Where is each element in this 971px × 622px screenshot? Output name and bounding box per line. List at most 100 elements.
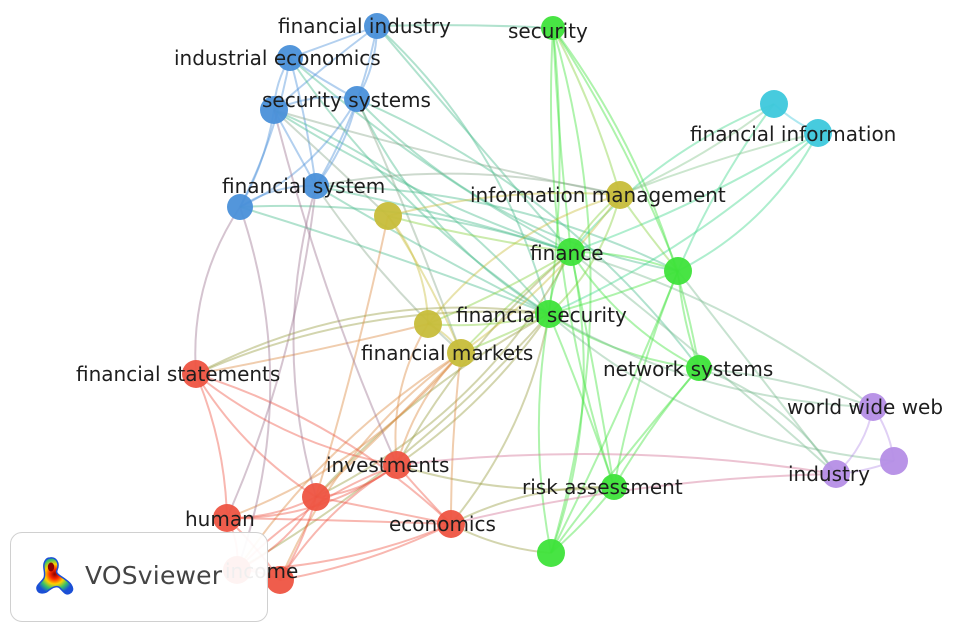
edge-financial-security-green-bottom [537, 313, 552, 554]
edge-financial-security-purple-right [548, 313, 895, 462]
edge-security-information-management [552, 27, 621, 196]
node-cyan-top[interactable] [760, 90, 788, 118]
node-security[interactable] [541, 16, 565, 40]
edge-financial-statements-red-mid [195, 373, 317, 498]
node-world-wide-web[interactable] [859, 393, 887, 421]
node-human[interactable] [213, 504, 241, 532]
node-industry[interactable] [822, 460, 850, 488]
edge-finance-yellow-mid [427, 251, 572, 325]
node-green-bottom[interactable] [537, 539, 565, 567]
node-yellow-upper[interactable] [374, 202, 402, 230]
nodes-layer [182, 13, 908, 594]
edge-industrial-economics-finance [289, 57, 572, 253]
edge-security-systems-2-financial-system [315, 98, 358, 187]
edge-financial-markets-red-bottom [279, 352, 462, 581]
edge-financial-security-investments [396, 313, 550, 466]
edge-finance-green-bottom [550, 251, 585, 554]
edge-green-right-cyan-top [677, 103, 775, 272]
node-economics[interactable] [437, 510, 465, 538]
edge-investments-red-bottom [279, 464, 398, 581]
label-world-wide-web: world wide web [787, 395, 943, 419]
edge-yellow-mid-financial-statements [195, 323, 429, 375]
edge-security-systems-2-financial-markets [356, 98, 462, 354]
edge-security-network-systems [552, 27, 700, 369]
vosviewer-logo-text: VOSviewer [85, 561, 223, 590]
edge-financial-system-financial-security [315, 185, 550, 315]
edge-industrial-economics-financial-system-2 [239, 57, 291, 208]
edge-finance-cyan-top [570, 103, 775, 253]
edge-yellow-upper-red-mid [315, 215, 389, 498]
node-red-bottom[interactable] [266, 566, 294, 594]
node-red-mid[interactable] [302, 483, 330, 511]
edge-financial-security-financial-statements [195, 310, 550, 375]
label-human: human [185, 507, 255, 531]
edge-financial-system-finance [315, 185, 572, 253]
node-financial-information[interactable] [804, 119, 832, 147]
node-financial-markets[interactable] [447, 339, 475, 367]
node-financial-statements[interactable] [182, 360, 210, 388]
node-industrial-economics[interactable] [277, 45, 303, 71]
node-financial-security[interactable] [535, 300, 563, 328]
node-yellow-mid[interactable] [414, 310, 442, 338]
edge-security-finance [552, 27, 572, 253]
node-investments[interactable] [383, 451, 411, 479]
edge-information-management-financial-markets [460, 194, 621, 354]
edge-yellow-upper-finance [387, 215, 572, 253]
node-security-systems-2[interactable] [344, 86, 370, 112]
edge-economics-risk-assessment [450, 485, 615, 525]
node-financial-system[interactable] [303, 173, 329, 199]
node-network-systems[interactable] [686, 355, 712, 381]
edge-security-financial-security [548, 27, 561, 315]
node-financial-industry[interactable] [364, 13, 390, 39]
edge-financial-statements-human [195, 373, 228, 519]
edge-financial-statements-investments [195, 373, 398, 466]
edge-financial-industry-finance [376, 25, 572, 253]
edge-human-economics [226, 517, 452, 525]
edge-financial-statements-financial-security [195, 306, 550, 375]
edge-red-mid-economics [315, 496, 452, 525]
edge-security-systems-finance [273, 109, 572, 253]
edge-security-systems-financial-security [273, 109, 550, 315]
edge-security-systems-information-management [273, 109, 621, 196]
edge-risk-assessment-investments [396, 464, 615, 491]
edge-finance-risk-assessment [570, 251, 615, 488]
edge-finance-red-mid [315, 251, 572, 498]
edge-security-green-right [552, 27, 679, 272]
edge-finance-financial-information [570, 132, 819, 253]
label-financial-industry: financial industry [278, 14, 451, 38]
node-green-right[interactable] [664, 257, 692, 285]
edge-financial-system-information-management [315, 172, 621, 196]
label-financial-security: financial security [456, 303, 627, 327]
edge-security-systems-yellow-upper [273, 109, 389, 217]
edge-information-management-cyan-top [619, 103, 775, 196]
label-financial-information: financial information [690, 122, 896, 146]
label-industrial-economics: industrial economics [174, 46, 381, 70]
edge-financial-system-financial-markets [315, 185, 462, 354]
edge-finance-financial-markets [460, 251, 572, 354]
label-security-systems: security systems [262, 88, 431, 112]
edge-security-green-bottom [550, 27, 592, 554]
node-purple-right[interactable] [880, 447, 908, 475]
node-risk-assessment[interactable] [601, 474, 627, 500]
edge-financial-markets-investments [396, 352, 462, 466]
label-network-systems: network systems [603, 357, 773, 381]
label-finance: finance [530, 241, 604, 265]
edge-economics-red-bottom [279, 523, 452, 581]
label-industry: industry [788, 462, 870, 486]
edge-security-systems-2-financial-security [356, 98, 550, 315]
node-security-systems[interactable] [260, 96, 288, 124]
edge-financial-statements-economics [195, 373, 452, 525]
edge-green-right-financial-security [548, 270, 679, 315]
edge-green-right-financial-information [677, 132, 819, 272]
edge-financial-industry-security [376, 24, 554, 29]
edge-industrial-economics-financial-system [289, 57, 317, 187]
label-information-management: information management [470, 183, 726, 207]
edge-network-systems-industry [698, 367, 837, 475]
edge-security-systems-investments [273, 109, 398, 466]
edge-security-systems-2-network-systems [356, 98, 700, 369]
label-investments: investments [326, 453, 449, 477]
edge-information-management-yellow-upper [387, 192, 621, 217]
node-finance[interactable] [557, 238, 585, 266]
node-financial-system-2[interactable] [227, 194, 253, 220]
node-information-management[interactable] [606, 181, 634, 209]
